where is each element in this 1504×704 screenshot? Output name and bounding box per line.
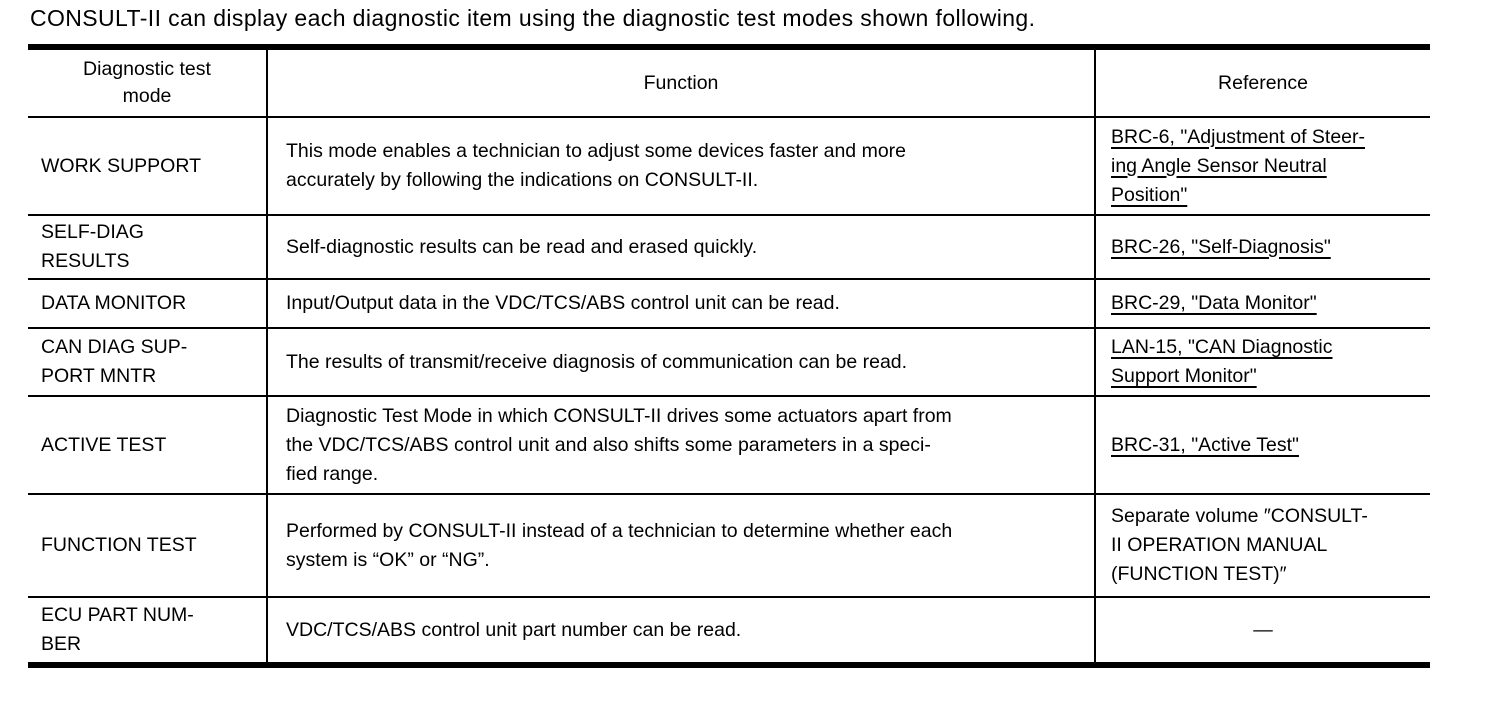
mode-cell: CAN DIAG SUP- PORT MNTR: [28, 328, 268, 397]
function-cell: Performed by CONSULT-II instead of a tec…: [267, 494, 1096, 598]
reference-link[interactable]: BRC-26, "Self-Diagnosis": [1111, 235, 1331, 258]
mode-cell: ECU PART NUM- BER: [28, 597, 268, 666]
reference-cell: BRC-26, "Self-Diagnosis": [1095, 215, 1430, 280]
reference-link[interactable]: LAN-15, "CAN Diagnostic Support Monitor": [1111, 336, 1333, 387]
reference-link[interactable]: BRC-31, "Active Test": [1111, 433, 1299, 456]
manual-page: CONSULT-II can display each diagnostic i…: [0, 3, 1504, 704]
reference-link[interactable]: BRC-29, "Data Monitor": [1111, 292, 1317, 314]
reference-link[interactable]: BRC-6, "Adjustment of Steer- ing Angle S…: [1111, 125, 1366, 206]
reference-text: Separate volume ″CONSULT- II OPERATION M…: [1111, 505, 1368, 585]
reference-cell: Separate volume ″CONSULT- II OPERATION M…: [1095, 494, 1430, 598]
table-row: DATA MONITOR Input/Output data in the VD…: [28, 279, 1430, 329]
diagnostic-test-mode-table: Diagnostic test mode Function Reference …: [28, 44, 1430, 668]
reference-cell: —: [1095, 597, 1430, 666]
header-diagnostic-test-mode: Diagnostic test mode: [28, 47, 268, 118]
table-header: Diagnostic test mode Function Reference: [28, 47, 1430, 118]
table-row: ACTIVE TEST Diagnostic Test Mode in whic…: [28, 396, 1430, 495]
table-row: FUNCTION TEST Performed by CONSULT-II in…: [28, 494, 1430, 598]
reference-cell: BRC-31, "Active Test": [1095, 396, 1430, 495]
function-cell: Input/Output data in the VDC/TCS/ABS con…: [267, 279, 1096, 329]
reference-cell: BRC-29, "Data Monitor": [1095, 279, 1430, 329]
header-reference: Reference: [1095, 47, 1430, 118]
function-cell: Self-diagnostic results can be read and …: [267, 215, 1096, 280]
header-function: Function: [267, 47, 1096, 118]
mode-cell: SELF-DIAG RESULTS: [28, 215, 268, 280]
table-row: CAN DIAG SUP- PORT MNTR The results of t…: [28, 328, 1430, 397]
table-row: ECU PART NUM- BER VDC/TCS/ABS control un…: [28, 597, 1430, 666]
reference-cell: BRC-6, "Adjustment of Steer- ing Angle S…: [1095, 117, 1430, 216]
function-cell: Diagnostic Test Mode in which CONSULT-II…: [267, 396, 1096, 495]
table-row: WORK SUPPORT This mode enables a technic…: [28, 117, 1430, 216]
function-cell: This mode enables a technician to adjust…: [267, 117, 1096, 216]
table-row: SELF-DIAG RESULTS Self-diagnostic result…: [28, 215, 1430, 280]
function-cell: VDC/TCS/ABS control unit part number can…: [267, 597, 1096, 666]
reference-text: —: [1253, 618, 1273, 641]
mode-cell: FUNCTION TEST: [28, 494, 268, 598]
intro-text: CONSULT-II can display each diagnostic i…: [30, 5, 1036, 31]
function-cell: The results of transmit/receive diagnosi…: [267, 328, 1096, 397]
diagnostic-table-body: WORK SUPPORT This mode enables a technic…: [28, 117, 1430, 666]
mode-cell: WORK SUPPORT: [28, 117, 268, 216]
reference-cell: LAN-15, "CAN Diagnostic Support Monitor": [1095, 328, 1430, 397]
mode-cell: ACTIVE TEST: [28, 396, 268, 495]
header-row: Diagnostic test mode Function Reference: [28, 47, 1430, 118]
mode-cell: DATA MONITOR: [28, 279, 268, 329]
